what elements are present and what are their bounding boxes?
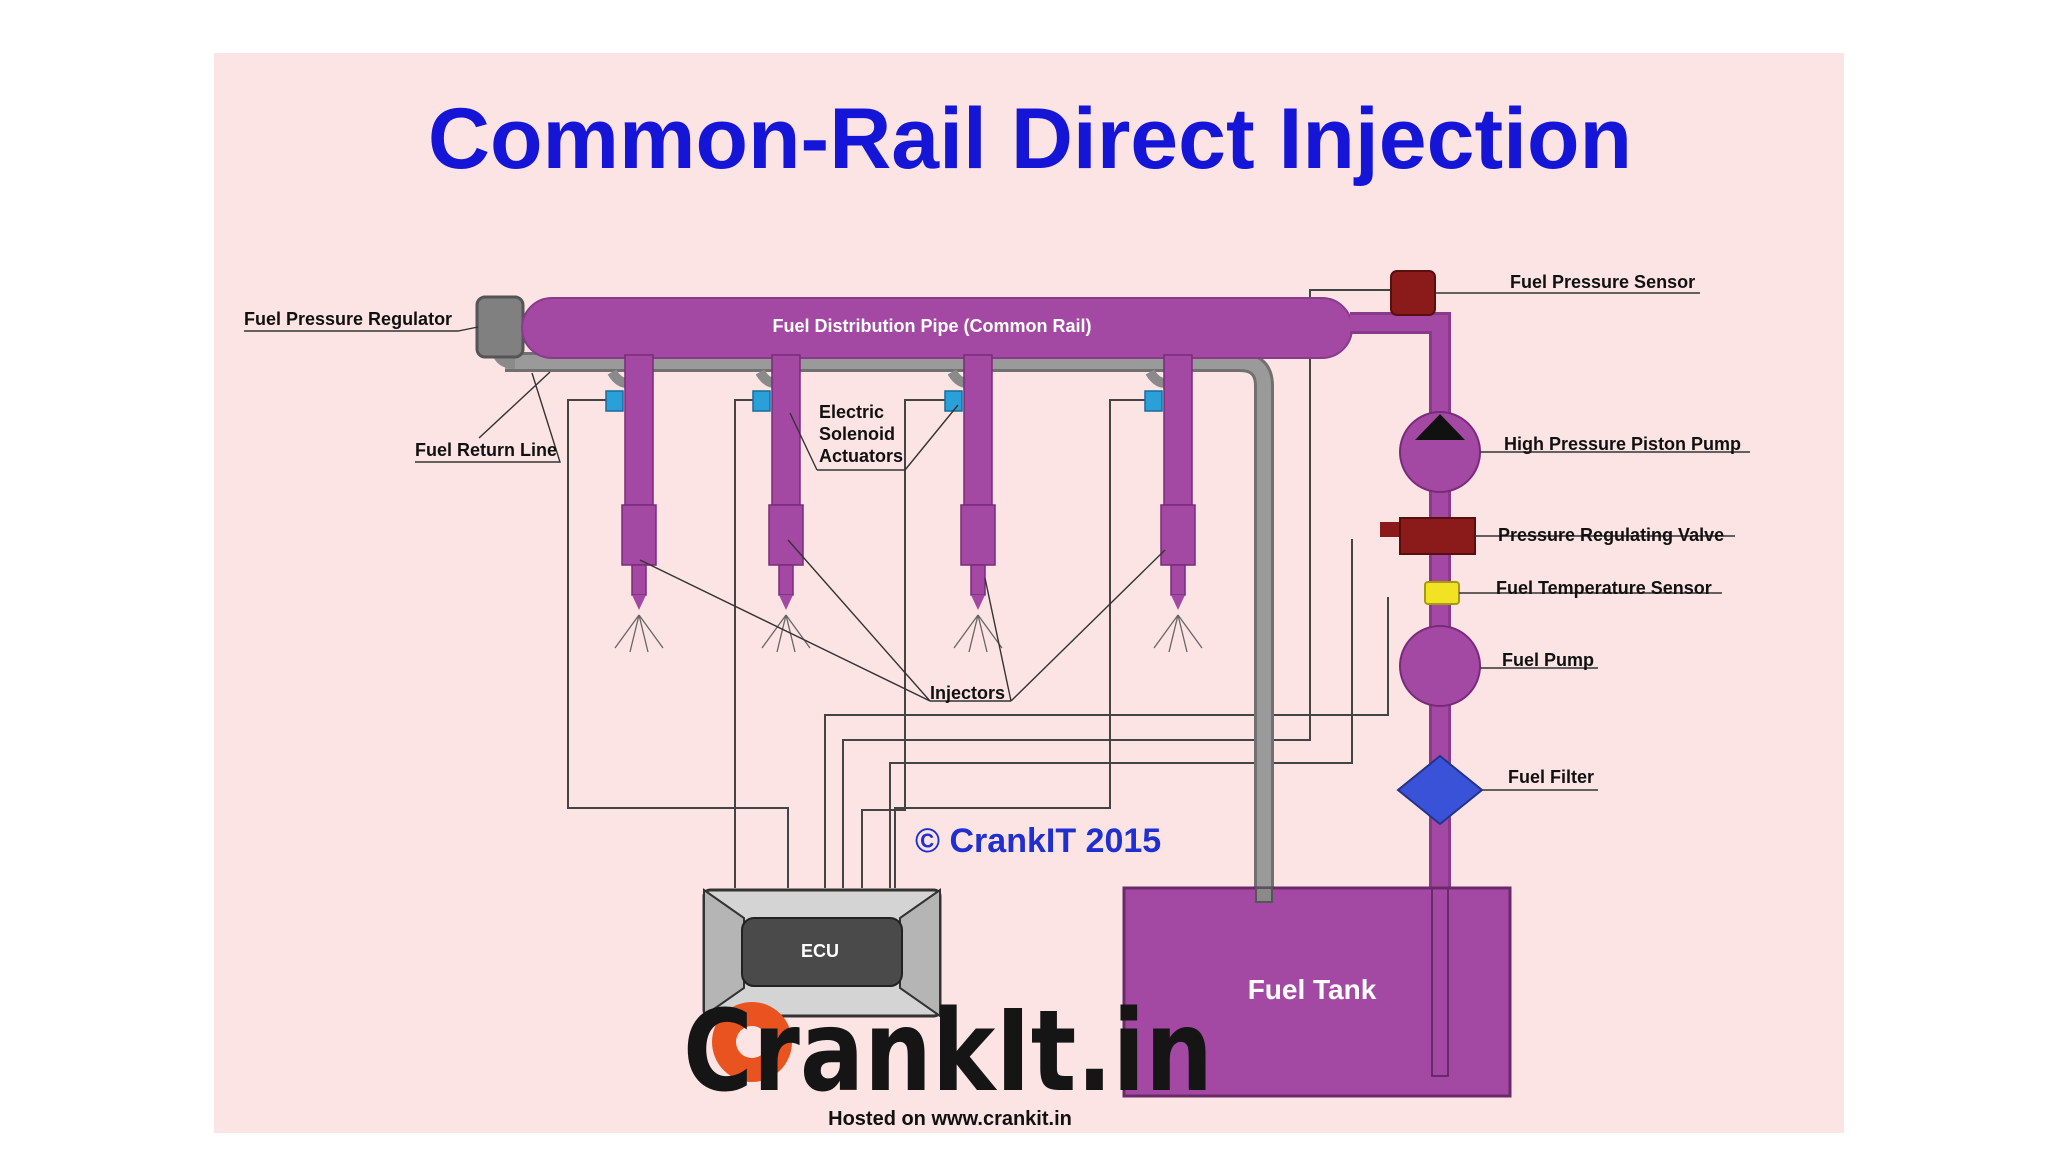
common-rail-label: Fuel Distribution Pipe (Common Rail) xyxy=(773,316,1092,336)
injector-2 xyxy=(761,354,811,653)
fuel-temperature-sensor-label: Fuel Temperature Sensor xyxy=(1496,578,1712,598)
fuel-pressure-regulator xyxy=(475,295,525,359)
fuel-pressure-regulator-label: Fuel Pressure Regulator xyxy=(244,309,452,329)
logo-text: CrankIt.in xyxy=(683,987,1213,1117)
fuel-filter-label: Fuel Filter xyxy=(1508,767,1594,787)
injector-spray-icon xyxy=(1153,614,1203,653)
injector-1 xyxy=(614,354,664,653)
gear-logo-icon xyxy=(712,1002,792,1082)
fuel-pressure-sensor-label: Fuel Pressure Sensor xyxy=(1510,272,1695,292)
fuel-pump-label: Fuel Pump xyxy=(1502,650,1594,670)
injector-4 xyxy=(1153,354,1203,653)
leader-lines xyxy=(244,292,1750,791)
fuel-filter xyxy=(1396,754,1484,826)
high-pressure-piston-pump-label: High Pressure Piston Pump xyxy=(1504,434,1741,454)
solenoid-label-line-3: Actuators xyxy=(819,446,903,466)
ecu-wiring xyxy=(567,289,1406,888)
fuel-return-line-label: Fuel Return Line xyxy=(415,440,557,460)
fuel-pressure-sensor xyxy=(1390,270,1436,316)
hosted-on-text: Hosted on www.crankit.in xyxy=(828,1108,1072,1130)
fuel-tank-label: Fuel Tank xyxy=(1248,974,1377,1005)
solenoid-label-line-2: Solenoid xyxy=(819,424,895,444)
fuel-tank xyxy=(1122,886,1512,1098)
injector-spray-icon xyxy=(953,614,1003,653)
injectors-label: Injectors xyxy=(930,683,1005,703)
injector-spray-icon xyxy=(614,614,664,653)
solenoid-label-line-1: Electric xyxy=(819,402,884,422)
ecu-label: ECU xyxy=(801,941,839,961)
pump-triangle-icon xyxy=(1415,414,1465,440)
copyright-text: © CrankIT 2015 xyxy=(915,822,1161,860)
pressure-regulating-valve xyxy=(1399,517,1476,555)
fuel-pump xyxy=(1399,625,1481,707)
injector-3 xyxy=(953,354,1003,653)
crankit-logo: CrankIt.in xyxy=(683,987,1213,1117)
diagram-title: Common-Rail Direct Injection xyxy=(428,91,1632,187)
pressure-regulating-valve-label: Pressure Regulating Valve xyxy=(1498,525,1724,545)
injector-spray-icon xyxy=(761,614,811,653)
pressure-valve-stem xyxy=(1380,522,1402,537)
ecu-unit: ECU xyxy=(702,888,942,1018)
fuel-temperature-sensor xyxy=(1424,581,1460,605)
solenoid-actuators xyxy=(605,390,1163,412)
